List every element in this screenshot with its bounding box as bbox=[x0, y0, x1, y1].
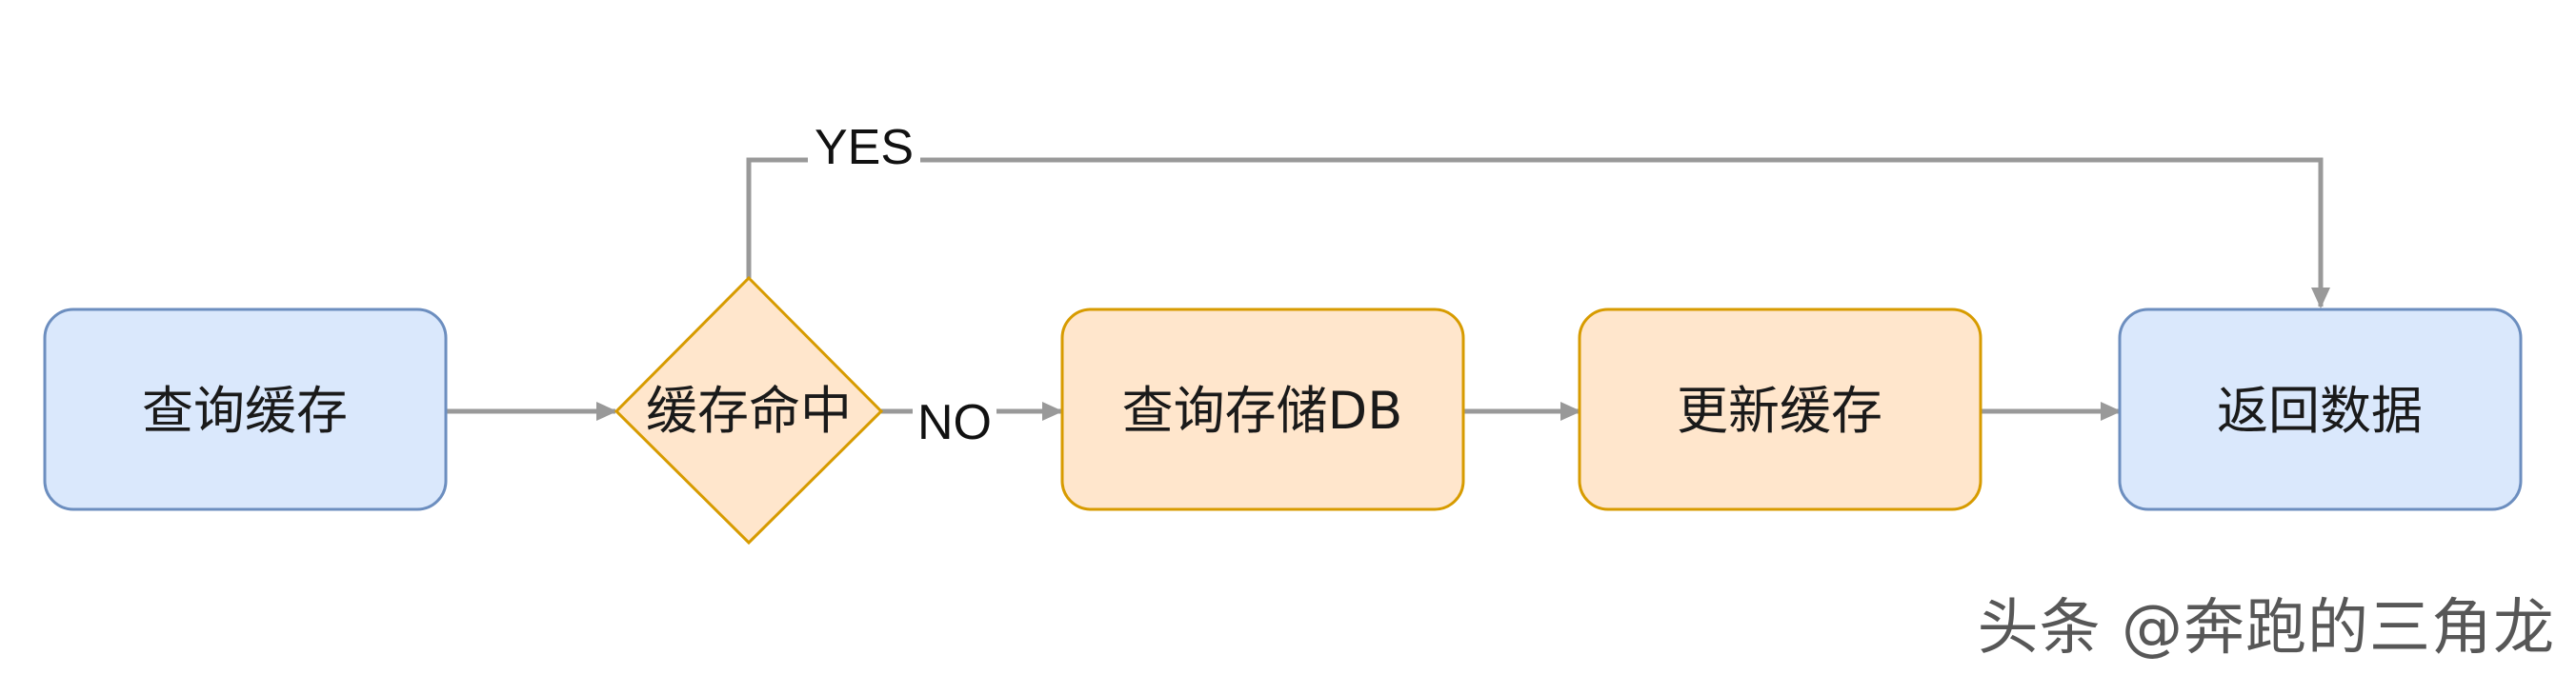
node-return-data: 返回数据 bbox=[2118, 308, 2523, 511]
yes-label: YES bbox=[815, 120, 914, 175]
node-update-cache-label: 更新缓存 bbox=[1677, 381, 1882, 441]
node-return-data-label: 返回数据 bbox=[2217, 381, 2423, 441]
node-query-cache: 查询缓存 bbox=[43, 308, 448, 511]
node-cache-hit-label: 缓存命中 bbox=[646, 381, 852, 441]
no-label: NO bbox=[917, 395, 992, 450]
edge-yes-path bbox=[746, 157, 2330, 308]
edges-group bbox=[446, 157, 2330, 421]
node-update-cache: 更新缓存 bbox=[1578, 308, 1982, 511]
yes-label-bg bbox=[808, 120, 920, 177]
node-query-db-label: 查询存储DB bbox=[1122, 381, 1403, 441]
node-cache-hit-decision: 缓存命中 bbox=[614, 275, 884, 546]
watermark-text: 头条 @奔跑的三角龙 bbox=[1977, 593, 2555, 664]
node-query-cache-label: 查询缓存 bbox=[142, 381, 348, 441]
node-query-db: 查询存储DB bbox=[1060, 308, 1465, 511]
